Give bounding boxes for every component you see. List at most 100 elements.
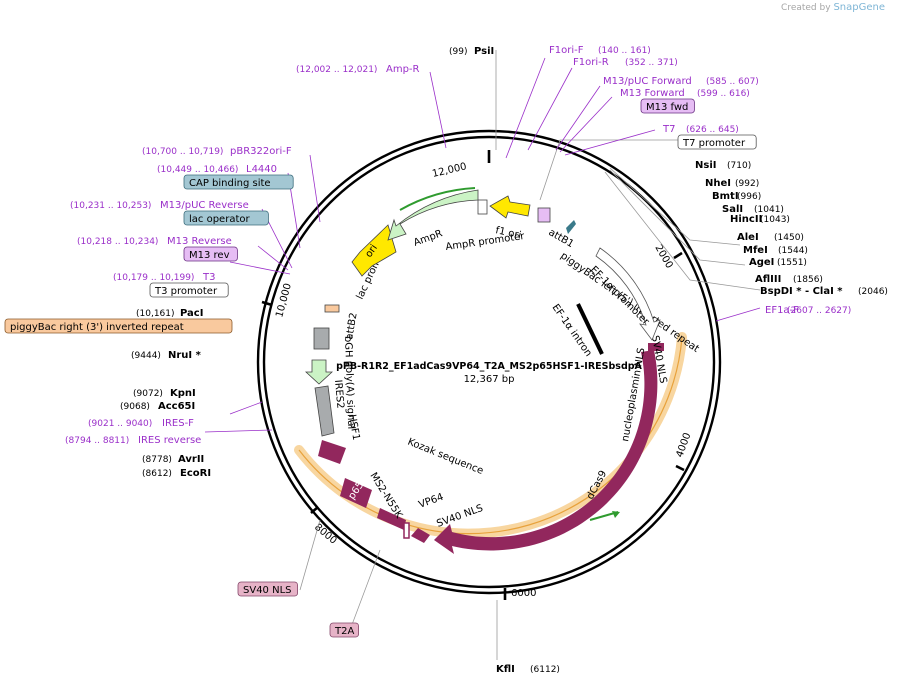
ef1a-intron-label: EF-1α intron xyxy=(550,302,594,358)
f1-ori-feature-arrow xyxy=(489,195,531,219)
enzyme-pos-alei: (1450) xyxy=(774,233,804,243)
enzyme-pos-agei: (1551) xyxy=(777,258,807,268)
enzyme-site-nsii: NsiI xyxy=(695,160,716,171)
hsf1-label: HSF1 xyxy=(346,414,361,441)
attb2-label: attB2 xyxy=(344,312,360,341)
enzyme-pos-avrii: (8778) xyxy=(142,455,172,465)
enzyme-pos-nrui: (9444) xyxy=(131,351,161,361)
annotation-layer: PsiI(99)NsiI(710)NheI(992)BmtI(996)SalI(… xyxy=(4,45,888,675)
enzyme-site-bmti: BmtI xyxy=(712,191,739,202)
enzyme-site-kfli: KflI xyxy=(496,664,515,675)
feature-box-label-cap-binding-site: CAP binding site xyxy=(189,178,271,189)
primer-pos-pbr322ori-f: (10,700 .. 10,719) xyxy=(142,147,223,157)
tick-label-6000: 6000 xyxy=(511,588,536,599)
enzyme-pos-nhei: (992) xyxy=(735,179,759,189)
ef1a-intron-feature xyxy=(576,303,604,355)
nls-small-box xyxy=(403,522,410,539)
pb-right-feature xyxy=(324,304,340,313)
brand-name: SnapGene xyxy=(833,2,885,13)
ef1a-promoter-arrow xyxy=(595,247,661,341)
enzyme-pos-kpni: (9072) xyxy=(133,389,163,399)
primer-site-t3: T3 xyxy=(202,272,215,283)
tick-label-12000: 12,000 xyxy=(431,161,468,180)
enzyme-site-paci: PacI xyxy=(180,308,203,319)
hsf1-feature-arrow xyxy=(318,440,346,464)
tick-2000 xyxy=(673,251,683,260)
kozak-label: Kozak sequence xyxy=(406,437,485,477)
backbone-outer xyxy=(256,129,722,595)
feature-box-sv40-nls xyxy=(237,581,298,597)
enzyme-pos-bspdi-clai: (2046) xyxy=(858,287,888,297)
feature-box-label-t7-promoter: T7 promoter xyxy=(682,138,746,149)
ori-feature-arrow xyxy=(351,224,397,277)
attb1-label: attB1 xyxy=(547,227,576,250)
plasmid-name: pPB-R1R2_EF1adCas9VP64_T2A_MS2p65HSF1-IR… xyxy=(336,361,642,372)
primer-site-ires-reverse: IRES reverse xyxy=(138,435,201,446)
enzyme-site-mfei: MfeI xyxy=(743,245,768,256)
tick-4000 xyxy=(675,464,685,472)
p65-feature-arrow xyxy=(340,478,372,508)
enzyme-site-alei: AleI xyxy=(737,232,759,243)
ampr-feature-arrow xyxy=(387,189,479,241)
feature-box-piggybac-right-3-inverted-repeat xyxy=(4,318,233,334)
enzyme-pos-afliii: (1856) xyxy=(793,275,823,285)
ms2-feature-arrow xyxy=(377,508,406,530)
primer-pos-t3: (10,179 .. 10,199) xyxy=(113,273,194,283)
snapgene-brand: Created by SnapGene xyxy=(781,2,885,13)
enzyme-pos-nsii: (710) xyxy=(727,161,751,171)
primer-pos-t7: (626 .. 645) xyxy=(686,125,739,135)
enzyme-pos-hincii: (1043) xyxy=(760,215,790,225)
enzyme-site-nrui: NruI * xyxy=(168,350,202,361)
vp64-label: VP64 xyxy=(417,492,445,511)
bgh-label: bGH poly(A) signal xyxy=(342,336,356,430)
primer-pos-m13-puc-forward: (585 .. 607) xyxy=(706,77,759,87)
primer-pos-m13-puc-reverse: (10,231 .. 10,253) xyxy=(70,201,151,211)
enzyme-site-acc65i: Acc65I xyxy=(158,401,195,412)
primer-pos-ires-f: (9021 .. 9040) xyxy=(88,419,152,429)
ampr-orf-green xyxy=(399,187,476,211)
orf-arrowhead-green xyxy=(612,511,620,518)
primer-pos-m13-forward: (599 .. 616) xyxy=(697,89,750,99)
primer-pos-m13-reverse: (10,218 .. 10,234) xyxy=(77,237,158,247)
feature-box-lac-operator xyxy=(183,210,269,226)
primer-site-ires-f: IRES-F xyxy=(162,418,194,429)
enzyme-pos-ecori: (8612) xyxy=(142,469,172,479)
enzyme-pos-sali: (1041) xyxy=(754,205,784,215)
nls-top-marker xyxy=(648,343,664,351)
enzyme-site-avrii: AvrII xyxy=(178,454,204,465)
feature-box-label-lac-operator: lac operator xyxy=(189,214,250,225)
primer-site-f1ori-f: F1ori-F xyxy=(549,45,584,56)
primer-site-pbr322ori-f: pBR322ori-F xyxy=(230,146,292,157)
bgh-feature-arrow xyxy=(304,359,334,385)
feature-box-cap-binding-site xyxy=(183,174,294,190)
leader-lines xyxy=(299,50,761,660)
feature-box-t7-promoter xyxy=(677,134,757,150)
enzyme-pos-paci: (10,161) xyxy=(136,309,175,319)
feature-box-label-m13-rev: M13 rev xyxy=(189,250,230,261)
ires2-label: IRES2 xyxy=(332,379,345,409)
enzyme-pos-kfli: (6112) xyxy=(530,665,560,675)
backbone-inner xyxy=(262,135,716,589)
primer-pos-ires-reverse: (8794 .. 8811) xyxy=(65,436,129,446)
tick-label-4000: 4000 xyxy=(674,431,693,459)
primer-pos-amp-r: (12,002 .. 12,021) xyxy=(296,65,377,75)
enzyme-site-afliii: AflIII xyxy=(755,274,781,285)
tick-10000 xyxy=(261,300,273,307)
feature-box-m13-fwd xyxy=(640,98,695,114)
primer-site-m13-reverse: M13 Reverse xyxy=(167,236,232,247)
enzyme-site-hincii: HincII xyxy=(730,214,762,225)
enzyme-site-kpni: KpnI xyxy=(170,388,196,399)
feature-box-label-sv40-nls: SV40 NLS xyxy=(243,585,292,596)
feature-box-label-t2a: T2A xyxy=(334,626,354,637)
feature-box-label-m13-fwd: M13 fwd xyxy=(646,102,688,113)
enzyme-pos-bmti: (996) xyxy=(737,192,761,202)
brand-prefix: Created by xyxy=(781,3,831,13)
primer-site-t7: T7 xyxy=(662,124,675,135)
tick-marks xyxy=(261,150,685,600)
enzyme-pos-mfei: (1544) xyxy=(778,246,808,256)
primer-site-l4440: L4440 xyxy=(246,164,277,175)
ampr-label: AmpR xyxy=(412,228,444,249)
enzyme-pos-acc65i: (9068) xyxy=(120,402,150,412)
vp64-feature xyxy=(411,528,430,543)
